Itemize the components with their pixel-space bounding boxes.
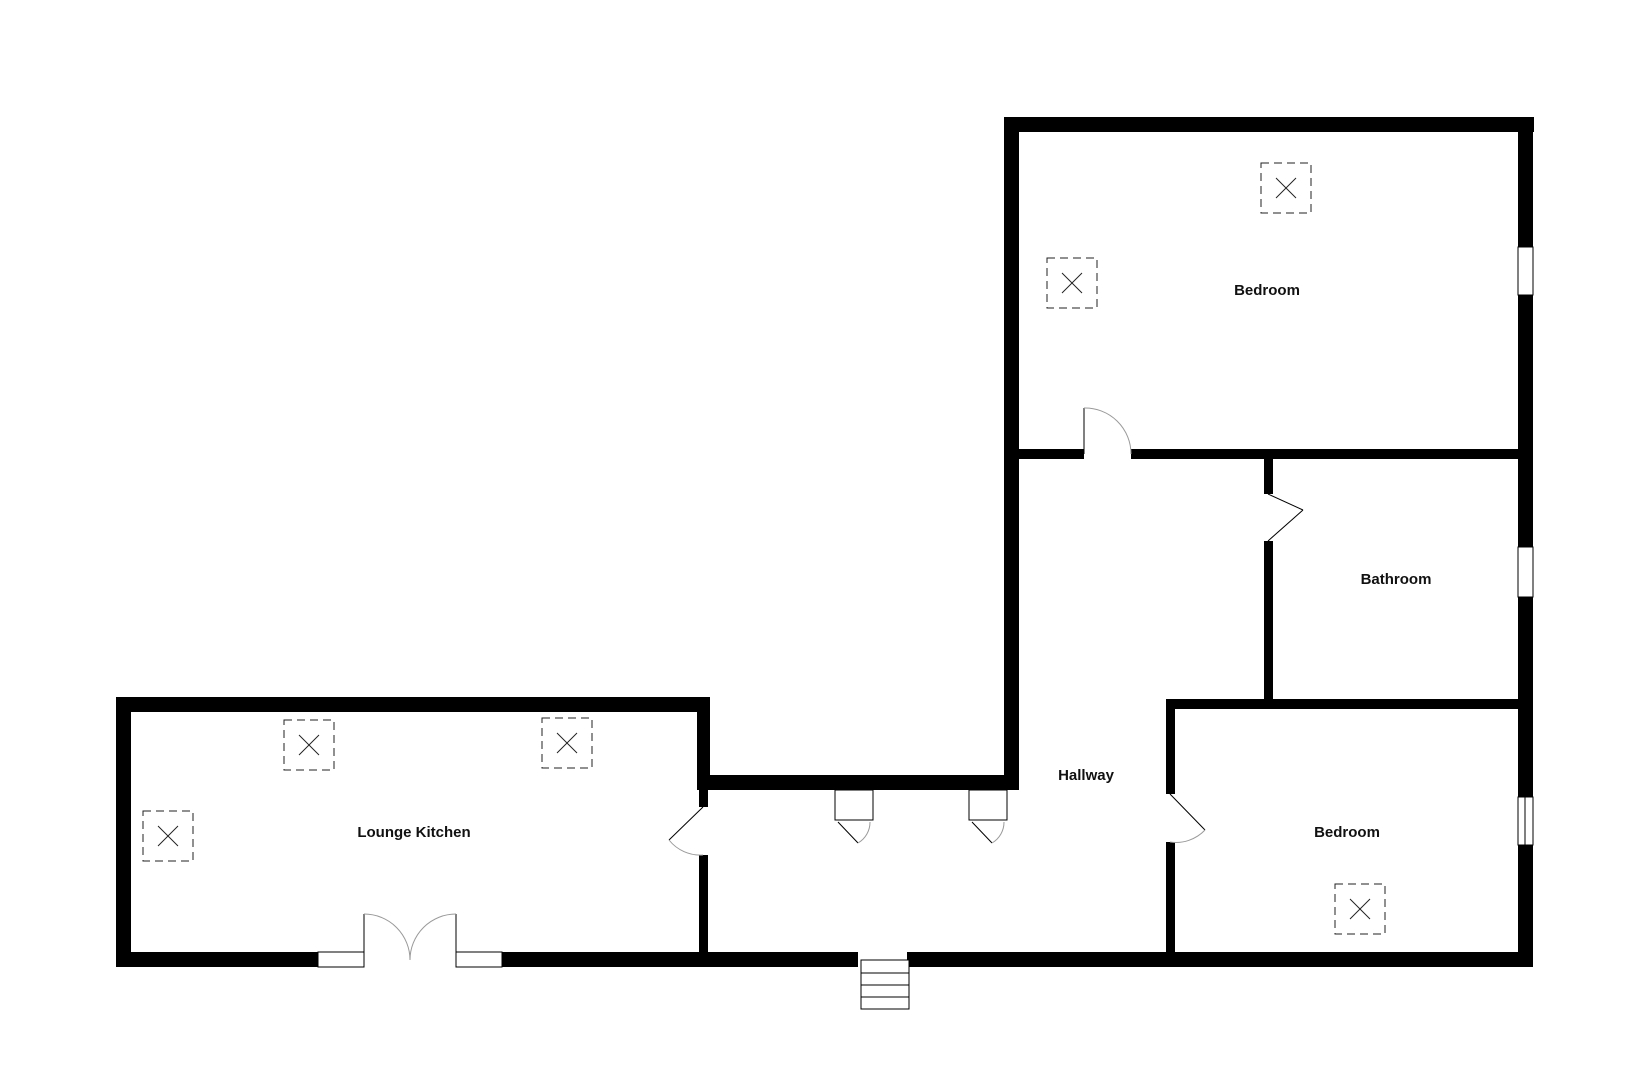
door-lounge-french bbox=[363, 913, 457, 961]
wall-lounge-top bbox=[116, 697, 710, 712]
wall-bedroom2-left-2 bbox=[1166, 842, 1175, 964]
wall-top-right-right-3 bbox=[1518, 597, 1533, 797]
windows bbox=[317, 246, 1534, 968]
door-lounge bbox=[668, 806, 704, 856]
doors bbox=[363, 407, 1304, 961]
wall-bathroom-bottom bbox=[1166, 699, 1533, 709]
room-label-bedroom: Bedroom bbox=[1234, 282, 1300, 299]
wall-bathroom-left-2 bbox=[1264, 541, 1273, 705]
window-bedroom1-right bbox=[1517, 246, 1534, 296]
room-label-hallway: Hallway bbox=[1058, 767, 1115, 784]
wall-bedroom-divider-left bbox=[1004, 449, 1084, 459]
wall-lounge-hall-1 bbox=[699, 775, 708, 807]
wall-bottom-1 bbox=[116, 952, 318, 967]
door-cupboard-1 bbox=[834, 789, 874, 844]
wall-top-right-right-1 bbox=[1518, 117, 1533, 247]
window-lounge-bottom-left bbox=[317, 951, 365, 968]
wall-lounge-right-top bbox=[697, 697, 710, 790]
skylight-icon bbox=[1334, 883, 1386, 935]
room-label-lounge-kitchen: Lounge Kitchen bbox=[357, 824, 470, 841]
door-bedroom2 bbox=[1169, 793, 1206, 843]
door-bedroom1 bbox=[1083, 407, 1132, 455]
window-bathroom-right bbox=[1517, 546, 1534, 598]
room-label-bathroom: Bathroom bbox=[1361, 571, 1432, 588]
wall-bottom-3 bbox=[907, 952, 1533, 967]
walls bbox=[116, 117, 1534, 967]
wall-top-right-top bbox=[1004, 117, 1534, 132]
skylight-icon bbox=[1046, 257, 1098, 309]
wall-top-right-right-2 bbox=[1518, 295, 1533, 547]
skylight-icon bbox=[283, 719, 335, 771]
wall-bathroom-left-1 bbox=[1264, 449, 1273, 494]
window-lounge-bottom-right bbox=[455, 951, 503, 968]
wall-bedroom2-left-1 bbox=[1166, 699, 1175, 794]
wall-lounge-left bbox=[116, 697, 131, 967]
skylight-icon bbox=[142, 810, 194, 862]
door-cupboard-2 bbox=[968, 789, 1008, 844]
room-label-bedroom: Bedroom bbox=[1314, 824, 1380, 841]
wall-bedroom-divider-right bbox=[1131, 449, 1533, 459]
wall-hallway-top bbox=[699, 775, 1019, 790]
skylight-icon bbox=[541, 717, 593, 769]
entrance-steps bbox=[860, 959, 910, 1010]
wall-top-right-right-4 bbox=[1518, 845, 1533, 967]
door-bathroom bbox=[1267, 493, 1304, 542]
wall-lounge-hall-2 bbox=[699, 855, 708, 967]
wall-bottom-2 bbox=[502, 952, 858, 967]
skylight-icon bbox=[1260, 162, 1312, 214]
skylights bbox=[142, 162, 1386, 935]
